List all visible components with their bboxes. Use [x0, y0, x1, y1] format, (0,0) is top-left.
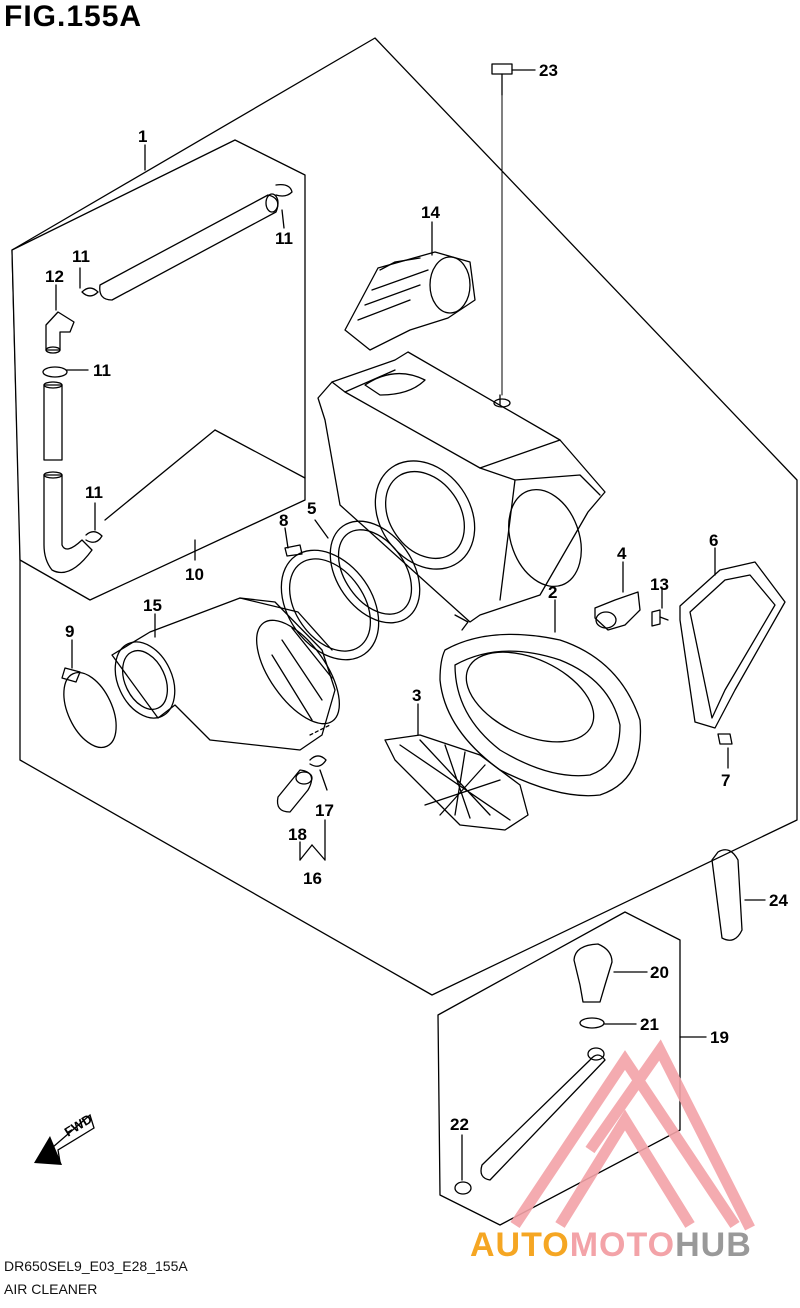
gasket-5-outer [329, 520, 421, 624]
callout-24: 24 [769, 891, 788, 910]
watermark-part-auto: AUTO [470, 1226, 570, 1264]
drain-kit-outline [437, 911, 681, 1226]
callout-1: 1 [138, 127, 147, 146]
side-cover [679, 561, 786, 729]
callout-21: 21 [640, 1015, 659, 1034]
intake-duct [111, 597, 336, 751]
air-filter-element [439, 633, 642, 797]
breather-hose-j [43, 474, 93, 574]
screw-8 [284, 544, 303, 557]
clamp-9 [63, 671, 117, 749]
breather-hose-short [43, 384, 63, 461]
callout-22: 22 [450, 1115, 469, 1134]
callout-18: 18 [288, 825, 307, 844]
callout-13: 13 [650, 575, 669, 594]
air-cleaner-box [317, 351, 606, 623]
callout-5: 5 [307, 499, 316, 518]
callout-17: 17 [315, 801, 334, 820]
inlet-duct [344, 251, 476, 351]
callout-16: 16 [303, 869, 322, 888]
watermark-text: AUTOMOTOHUB [470, 1226, 752, 1265]
callout-10: 10 [185, 565, 204, 584]
drain-plug [276, 769, 313, 813]
strap [711, 849, 743, 941]
clamp-11-c [85, 531, 103, 543]
watermark-part-hub: HUB [675, 1226, 752, 1264]
callout-8: 8 [279, 511, 288, 530]
fwd-arrow-icon: FWD [34, 1111, 95, 1165]
callout-3: 3 [412, 686, 421, 705]
bolt-13 [651, 609, 661, 627]
callout-19: 19 [710, 1028, 729, 1047]
breather-kit-outline [11, 139, 306, 601]
seal-ring-inner [288, 558, 372, 652]
callout-7: 7 [721, 771, 730, 790]
callout-11-low: 11 [85, 483, 103, 502]
screw-7 [717, 733, 733, 745]
figure-code: DR650SEL9_E03_E28_155A [4, 1258, 188, 1274]
callout-4: 4 [617, 544, 627, 563]
clamp-21 [579, 1017, 605, 1029]
drain-clip [309, 755, 327, 767]
breather-hose-long [99, 194, 279, 301]
callout-12: 12 [45, 267, 64, 286]
breather-elbow [45, 311, 75, 351]
seal-ring-outer [280, 549, 380, 661]
callout-9: 9 [65, 622, 74, 641]
callout-11-mid: 11 [93, 361, 111, 380]
figure-title: FIG.155A [4, 0, 143, 33]
callout-15: 15 [143, 596, 162, 615]
callout-14: 14 [421, 203, 440, 222]
callout-2: 2 [548, 583, 557, 602]
figure-caption: AIR CLEANER [4, 1281, 98, 1297]
watermark-part-moto: MOTO [569, 1226, 676, 1264]
element-cage [384, 734, 529, 831]
callout-6: 6 [709, 531, 718, 550]
callout-20: 20 [650, 963, 669, 982]
drain-cap [573, 943, 613, 1003]
clamp-22 [454, 1181, 472, 1195]
watermark-logo-icon [510, 1039, 755, 1231]
callout-11-top: 11 [275, 229, 293, 248]
gasket-5-inner [337, 529, 413, 615]
drain-hose [480, 1054, 606, 1181]
callout-23: 23 [539, 61, 558, 80]
callout-11-left: 11 [72, 247, 90, 266]
element-clip [594, 591, 641, 631]
clamp-11-b [42, 366, 68, 378]
bolt-23 [491, 63, 513, 75]
